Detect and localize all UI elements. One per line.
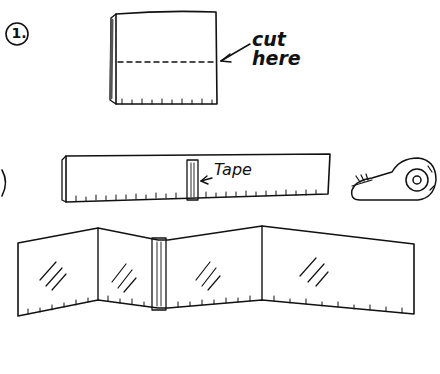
paper-strip: [62, 154, 330, 202]
shine-marks: [40, 258, 328, 292]
step-circle: [6, 23, 28, 45]
paper-sheet: [110, 11, 217, 104]
step-circle: [2, 170, 6, 196]
leader-arrow: [221, 44, 250, 62]
callout-text: cut here: [252, 30, 300, 68]
callout-text: Tape: [214, 162, 274, 178]
tape-dispenser: [352, 158, 436, 200]
step-number: 1.: [9, 26, 29, 40]
folded-strip: [18, 226, 414, 316]
leader-arrow: [201, 176, 212, 184]
